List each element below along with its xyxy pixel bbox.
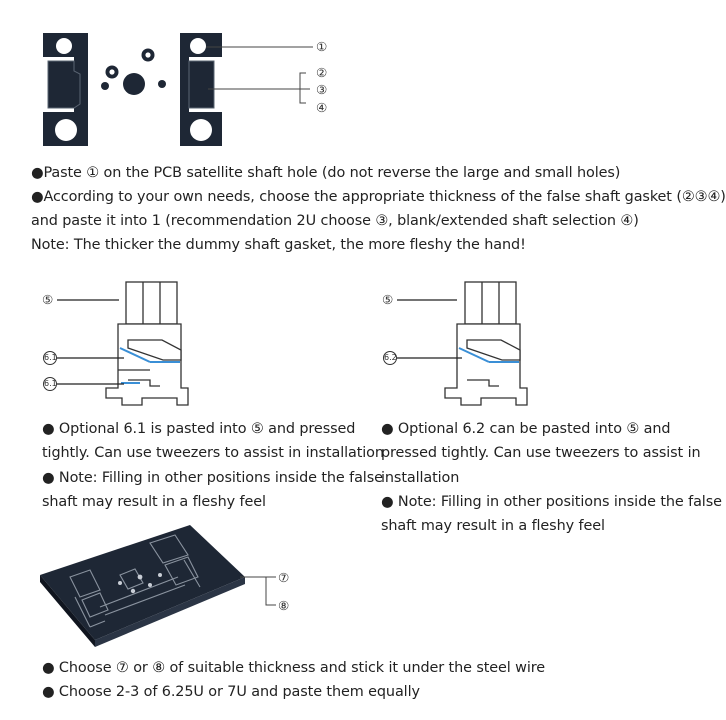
instruction-line: ●According to your own needs, choose the… — [31, 189, 726, 205]
instruction-line: ● Choose ⑦ or ⑧ of suitable thickness an… — [42, 660, 545, 676]
callout-2: ② — [316, 65, 328, 80]
stabilizer-diagram-left — [57, 281, 189, 406]
gasket-left-part — [43, 33, 88, 146]
note-line: shaft may result in a fleshy feel — [42, 494, 266, 510]
instruction-line: ● Optional 6.1 is pasted into ⑤ and pres… — [42, 421, 356, 437]
note-line: ● Note: Filling in other positions insid… — [381, 494, 722, 510]
note-line: ● Note: Filling in other positions insid… — [42, 470, 383, 486]
stabilizer-diagram-right — [397, 281, 528, 406]
note-line: Note: The thicker the dummy shaft gasket… — [31, 237, 526, 253]
instruction-line: and paste it into 1 (recommendation 2U c… — [31, 213, 639, 229]
callout-5: ⑤ — [42, 292, 54, 307]
callout-4: ④ — [316, 100, 328, 115]
callout-8: ⑧ — [278, 598, 290, 613]
instruction-line: tightly. Can use tweezers to assist in i… — [42, 445, 384, 461]
callout-6-1: 6.1 — [43, 351, 57, 365]
instruction-line: ●Paste ① on the PCB satellite shaft hole… — [31, 165, 621, 181]
callout-7: ⑦ — [278, 570, 290, 585]
instruction-line: ● Choose 2-3 of 6.25U or 7U and paste th… — [42, 684, 420, 700]
callout-6-2: 6.2 — [383, 351, 397, 365]
gasket-right-part — [180, 33, 222, 146]
round-gaskets — [101, 48, 166, 95]
instruction-line: installation — [381, 470, 460, 486]
instruction-line: pressed tightly. Can use tweezers to ass… — [381, 445, 701, 461]
callout-3: ③ — [316, 82, 328, 97]
callout-5: ⑤ — [382, 292, 394, 307]
note-line: shaft may result in a fleshy feel — [381, 518, 605, 534]
callout-1: ① — [316, 39, 328, 54]
gasket-parts-diagram — [43, 33, 313, 146]
pcb-plate-diagram — [40, 525, 276, 647]
instruction-line: ● Optional 6.2 can be pasted into ⑤ and — [381, 421, 671, 437]
callout-6-1: 6.1 — [43, 377, 57, 391]
